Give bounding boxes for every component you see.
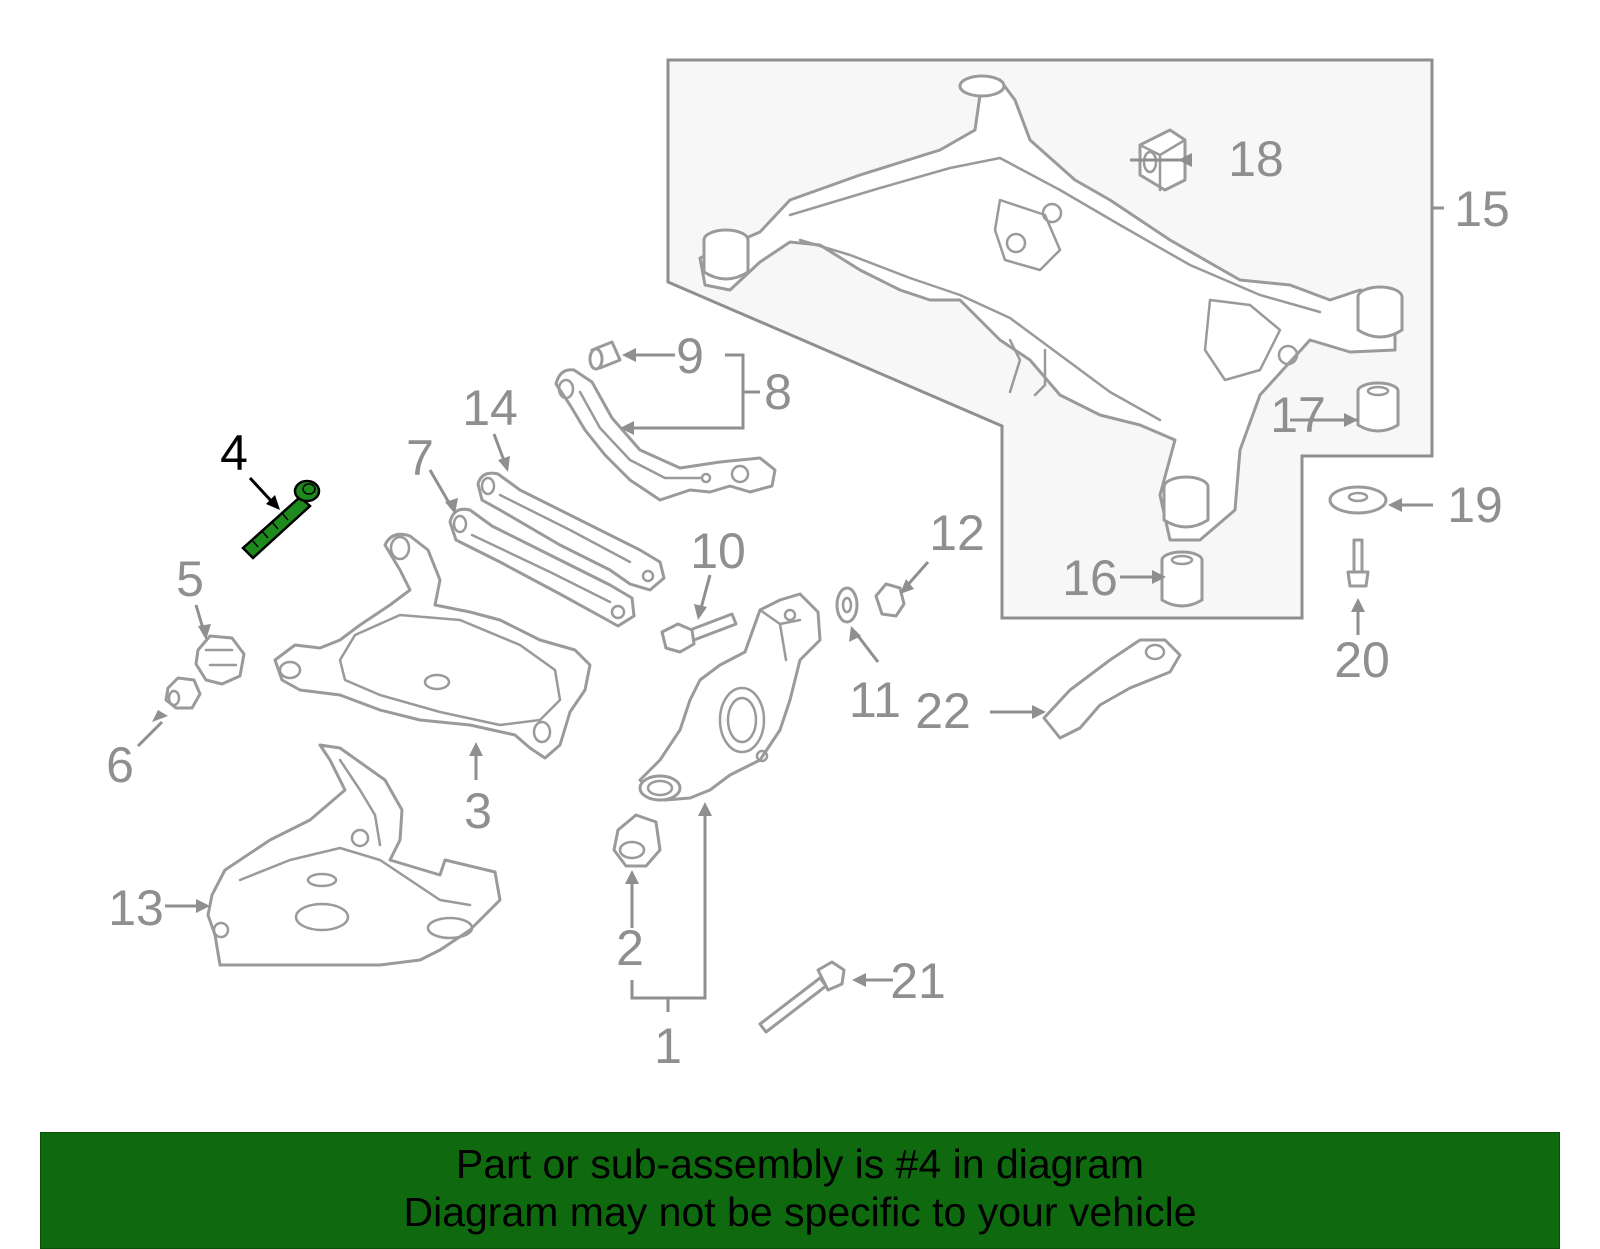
callout-15: 15 <box>1454 181 1510 237</box>
upper-control-arm-8[interactable] <box>554 368 777 502</box>
bracket-22[interactable] <box>1042 638 1182 740</box>
callout-numbers: 1 2 3 4 5 6 7 8 9 10 11 12 13 14 15 16 1… <box>106 131 1510 1074</box>
bolt-4-highlighted[interactable] <box>241 479 321 560</box>
washer-19[interactable] <box>1328 485 1388 515</box>
callout-2: 2 <box>616 920 644 976</box>
callout-8: 8 <box>764 364 792 420</box>
splash-shield-13[interactable] <box>206 743 502 967</box>
bushing-17[interactable] <box>1356 381 1400 433</box>
callout-22: 22 <box>915 683 971 739</box>
bolt-21[interactable] <box>758 960 846 1034</box>
callout-11: 11 <box>849 672 901 728</box>
banner-line-1: Part or sub-assembly is #4 in diagram <box>455 1141 1145 1187</box>
knuckle-1[interactable] <box>638 592 822 802</box>
cam-5[interactable] <box>194 634 246 686</box>
banner-line-2: Diagram may not be specific to your vehi… <box>403 1189 1197 1235</box>
bushing-16[interactable] <box>1160 550 1204 608</box>
callout-20: 20 <box>1334 632 1390 688</box>
bushing-2[interactable] <box>612 813 662 868</box>
callout-17: 17 <box>1270 387 1326 443</box>
callout-5: 5 <box>176 551 204 607</box>
callout-21: 21 <box>890 953 946 1009</box>
callout-13: 13 <box>108 880 164 936</box>
arrowhead-4 <box>266 495 280 510</box>
bolt-20[interactable] <box>1346 538 1370 588</box>
lower-control-arm-3[interactable] <box>273 532 592 760</box>
bolt-10[interactable] <box>660 612 738 654</box>
bushing-9[interactable] <box>588 340 622 371</box>
info-banner: Part or sub-assembly is #4 in diagram Di… <box>40 1132 1560 1249</box>
arrowheads <box>152 153 1402 987</box>
washer-11[interactable] <box>835 586 859 624</box>
callout-6: 6 <box>106 737 134 793</box>
callout-3: 3 <box>464 783 492 839</box>
callout-7: 7 <box>406 430 434 486</box>
callout-4: 4 <box>220 425 248 481</box>
lateral-link-7[interactable] <box>448 507 636 628</box>
callout-14: 14 <box>462 380 518 436</box>
nut-12[interactable] <box>874 582 906 618</box>
callout-18: 18 <box>1228 131 1284 187</box>
nut-6[interactable] <box>164 676 202 710</box>
callout-1: 1 <box>654 1018 682 1074</box>
rear-subframe[interactable] <box>698 74 1404 542</box>
callout-9: 9 <box>676 328 704 384</box>
callout-12: 12 <box>929 505 985 561</box>
callout-19: 19 <box>1447 477 1503 533</box>
callout-16: 16 <box>1062 550 1118 606</box>
callout-10: 10 <box>690 523 746 579</box>
toe-link-14[interactable] <box>476 471 666 592</box>
